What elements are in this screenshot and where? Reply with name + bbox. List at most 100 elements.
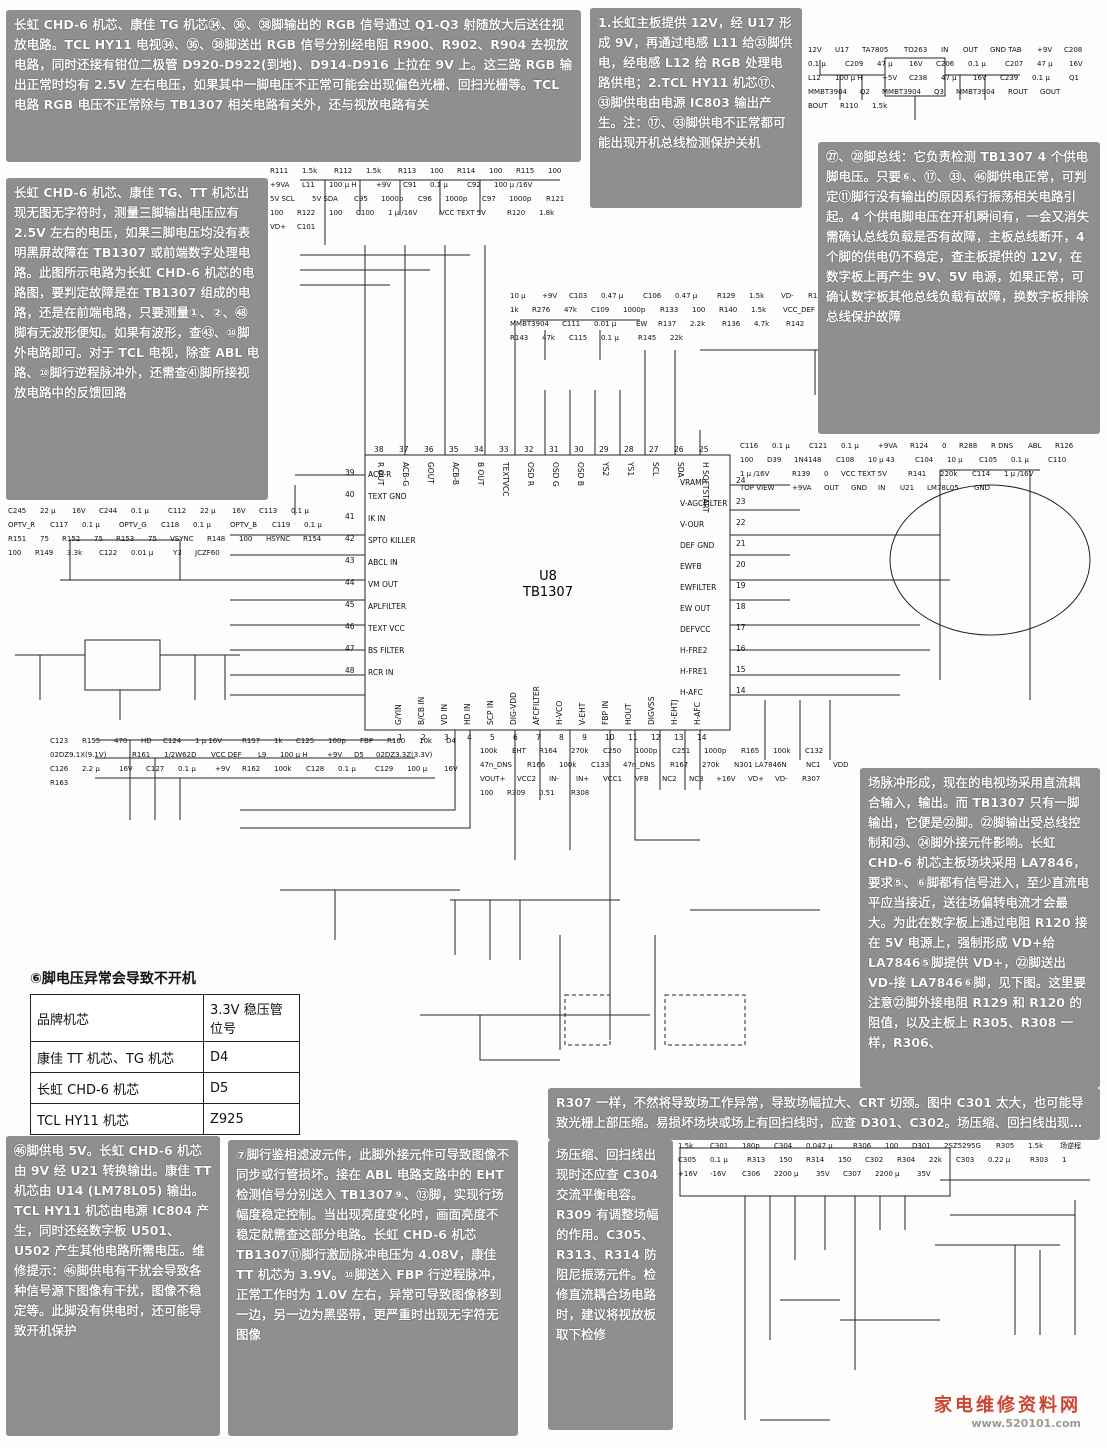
component-label: 0.1 μ	[430, 181, 448, 189]
component-label: +9V	[542, 292, 557, 300]
component-label: GOUT	[1040, 88, 1061, 96]
component-label: GND TAB	[990, 46, 1022, 54]
component-label: VOUT+	[480, 775, 506, 783]
pin-number: 24	[736, 476, 746, 485]
component-label: C115	[569, 334, 587, 342]
component-label: 1 μ /16V	[740, 470, 770, 478]
component-label: 5V SDA	[312, 195, 338, 203]
pin-label: H-FRE2	[680, 646, 708, 655]
component-label: 270k	[702, 761, 720, 769]
component-label: VSYNC	[170, 535, 194, 543]
component-label: 0.1 μ	[304, 521, 322, 529]
component-label: 100	[740, 456, 753, 464]
component-label: 22 μ	[200, 507, 216, 515]
component-label: R137	[658, 320, 676, 328]
component-label: 100p	[328, 737, 346, 745]
component-label: HD	[141, 737, 152, 745]
component-label: 0.47 μ	[601, 292, 624, 300]
pin-label: DEF GND	[680, 541, 715, 550]
pin-label: BS FILTER	[368, 646, 404, 655]
pin-number: 25	[699, 445, 709, 454]
component-label: R160	[387, 737, 405, 745]
pin-label: SCP IN	[486, 700, 495, 725]
component-label: +5V	[882, 74, 897, 82]
pin-number: 45	[345, 600, 355, 609]
pin-number: 47	[345, 644, 355, 653]
pin-number: 11	[628, 733, 638, 742]
component-label: +9VA	[270, 181, 290, 189]
component-label: C238	[909, 74, 927, 82]
component-label: 0.01 μ	[131, 549, 154, 557]
component-label: 10 μ	[947, 456, 963, 464]
component-label: R303	[1030, 1156, 1048, 1164]
component-label: L11	[302, 181, 315, 189]
component-label: Q1	[1069, 74, 1079, 82]
component-label: R165	[741, 747, 759, 755]
component-label: 1 μ 16V	[195, 737, 222, 745]
component-label: C209	[845, 60, 863, 68]
component-label: 16V	[444, 765, 458, 773]
component-label: ABL	[1028, 442, 1042, 450]
component-label: VD-	[781, 292, 794, 300]
component-label: 2200 μ	[774, 1170, 799, 1178]
pin-label: H-VCO	[555, 701, 564, 725]
component-label: C116	[740, 442, 759, 450]
pin-number: 28	[624, 445, 634, 454]
pin-label: SPTO KILLER	[368, 536, 416, 545]
pin-number: 44	[345, 578, 355, 587]
component-label: OPTV_B	[230, 521, 257, 529]
component-label: 1.5k	[302, 167, 318, 175]
component-label: C126	[50, 765, 69, 773]
component-label: 1/2W62D	[164, 751, 196, 759]
table-cell: 康佳 TT 机芯、TG 机芯	[30, 1041, 204, 1073]
pin-label: H-FRE1	[680, 667, 708, 676]
pin-label: SDA	[676, 462, 685, 478]
pin-number: 40	[345, 490, 355, 499]
pin-number: 14	[697, 733, 707, 742]
component-label: 75	[94, 535, 103, 543]
pin-number: 21	[736, 539, 746, 548]
note-right-lower: R307 一样，不然将导致场工作异常，导致场幅拉大、CRT 切颈。图中 C301…	[548, 1088, 1100, 1140]
component-label: C132	[805, 747, 823, 755]
component-label: 16V	[973, 74, 987, 82]
component-label: 47k	[564, 306, 578, 314]
component-label: 22k	[670, 334, 684, 342]
pin-label: GOUT	[426, 462, 435, 484]
component-label: 0.1 μ	[1011, 456, 1029, 464]
component-label: VCC TEXT 5V	[440, 209, 486, 217]
component-label: U21	[900, 484, 914, 492]
component-label: 1000p	[509, 195, 532, 203]
table-cell: TCL HY11 机芯	[30, 1103, 204, 1135]
component-label: R112	[334, 167, 352, 175]
component-label: 4.7k	[754, 320, 770, 328]
pin-label: TEXT GND	[367, 492, 407, 501]
component-label: C97	[482, 195, 496, 203]
pin-label: HD IN	[463, 703, 472, 725]
component-label: VCC2	[517, 775, 536, 783]
component-label: VDD	[833, 761, 849, 769]
component-label: R304	[897, 1156, 916, 1164]
component-label: C101	[297, 223, 315, 231]
component-label: 100	[8, 549, 21, 557]
component-label: C112	[168, 507, 186, 515]
pin-number: 48	[345, 666, 355, 675]
component-label: 0.047 μ	[806, 1142, 833, 1150]
component-label: R142	[786, 320, 804, 328]
component-label: 100	[270, 209, 283, 217]
component-label: R314	[806, 1156, 825, 1164]
pin-label: V-OUR	[680, 520, 704, 529]
pin-number: 31	[549, 445, 559, 454]
component-label: 1k	[510, 306, 519, 314]
pin-label: TEXTVCC	[501, 461, 510, 497]
component-label: 16V	[232, 507, 246, 515]
table-row: 长虹 CHD-6 机芯 D5	[30, 1072, 300, 1104]
watermark-url: www.520101.com	[971, 1417, 1081, 1430]
component-label: R161	[132, 751, 150, 759]
component-label: R276	[532, 306, 551, 314]
component-label: C305	[678, 1156, 696, 1164]
component-label: +9VA	[878, 442, 898, 450]
pin-number: 32	[524, 445, 534, 454]
component-label: 10k	[419, 737, 433, 745]
component-label: IN	[878, 484, 885, 492]
